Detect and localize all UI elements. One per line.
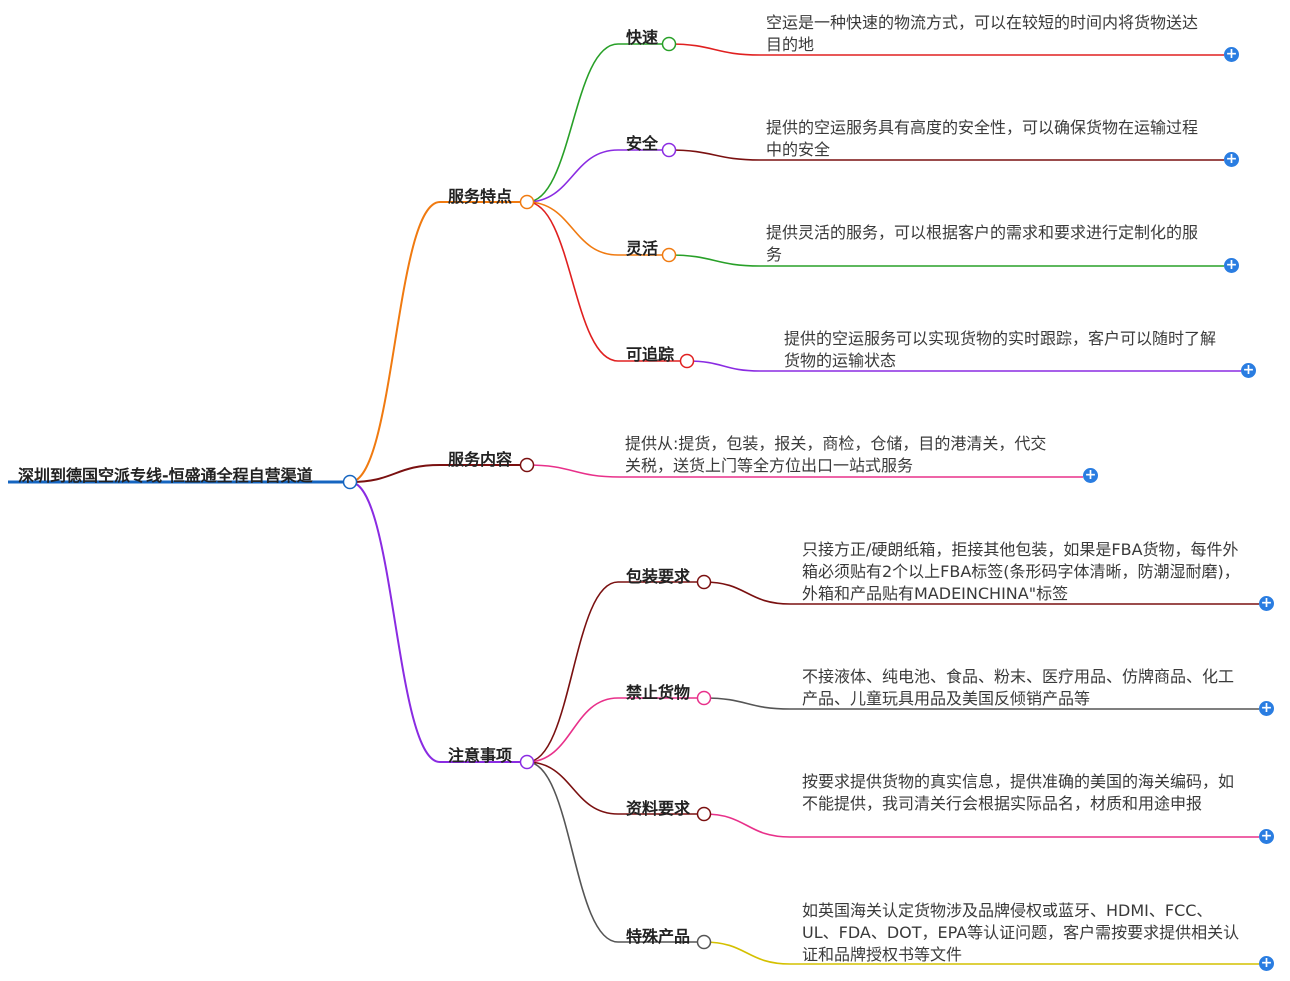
topic-node[interactable] xyxy=(696,690,712,706)
connector-branch-to-topic xyxy=(526,697,619,763)
topic-desc-line xyxy=(686,360,1241,372)
connector-branch-to-topic xyxy=(526,201,619,256)
topic-desc-line xyxy=(703,813,1259,838)
expand-trackable-button[interactable]: + xyxy=(1241,362,1256,378)
expand-service-content-button[interactable]: + xyxy=(1083,467,1098,483)
topic-desc-line xyxy=(668,149,1224,161)
topic-flexible[interactable]: 灵活 xyxy=(626,239,659,258)
expand-special-products-button[interactable]: + xyxy=(1259,955,1274,971)
connector-root-to-branch xyxy=(349,464,441,483)
root-node[interactable] xyxy=(342,474,358,490)
desc-fast: 空运是一种快速的物流方式，可以在较短的时间内将货物送达目的地 xyxy=(766,13,1199,54)
connector-branch-to-topic xyxy=(526,43,619,203)
desc-prohibited-goods: 不接液体、纯电池、食品、粉末、医疗用品、仿牌商品、化工产品、儿童玩具用品及美国反… xyxy=(802,667,1235,708)
topic-safe[interactable]: 安全 xyxy=(626,134,659,153)
branch-node[interactable] xyxy=(519,457,535,473)
topic-packaging[interactable]: 包装要求 xyxy=(626,567,691,586)
topic-prohibited-goods[interactable]: 禁止货物 xyxy=(626,683,691,702)
connector-root-to-branch xyxy=(349,481,441,763)
expand-prohibited-goods-button[interactable]: + xyxy=(1259,700,1274,716)
desc-service-content: 提供从:提货，包装，报关，商检，仓储，目的港清关，代交关税，送货上门等全方位出口… xyxy=(625,434,1047,475)
desc-safe: 提供的空运服务具有高度的安全性，可以确保货物在运输过程中的安全 xyxy=(766,118,1199,159)
topic-node[interactable] xyxy=(661,142,677,158)
topic-node[interactable] xyxy=(661,36,677,52)
topic-desc-line xyxy=(703,941,1259,965)
branch-node[interactable] xyxy=(519,194,535,210)
connector-root-to-branch xyxy=(349,201,441,483)
topic-node[interactable] xyxy=(661,247,677,263)
service-content-desc-line xyxy=(526,464,1083,478)
desc-documents: 按要求提供货物的真实信息，提供准确的美国的海关编码，如不能提供，我司清关行会根据… xyxy=(802,772,1235,813)
desc-flexible: 提供灵活的服务，可以根据客户的需求和要求进行定制化的服务 xyxy=(766,223,1199,264)
connector-branch-to-topic xyxy=(526,201,619,362)
desc-packaging: 只接方正/硬朗纸箱，拒接其他包装，如果是FBA货物，每件外箱必须贴有2个以上FB… xyxy=(802,540,1240,603)
topic-special-products[interactable]: 特殊产品 xyxy=(626,927,691,946)
connector-branch-to-topic xyxy=(526,761,619,815)
expand-flexible-button[interactable]: + xyxy=(1224,257,1239,273)
connector-branch-to-topic xyxy=(526,581,619,763)
topic-node[interactable] xyxy=(696,934,712,950)
branch-service-features[interactable]: 服务特点 xyxy=(448,187,513,206)
branch-node[interactable] xyxy=(519,754,535,770)
topic-fast[interactable]: 快速 xyxy=(626,28,659,47)
topic-desc-line xyxy=(668,43,1224,56)
root-topic[interactable]: 深圳到德国空派专线-恒盛通全程自营渠道 xyxy=(18,466,313,485)
connector-branch-to-topic xyxy=(526,761,619,943)
connector-branch-to-topic xyxy=(526,149,619,203)
topic-desc-line xyxy=(703,581,1259,605)
topic-desc-line xyxy=(703,697,1259,710)
expand-documents-button[interactable]: + xyxy=(1259,828,1274,844)
branch-notes[interactable]: 注意事项 xyxy=(448,746,513,765)
expand-packaging-button[interactable]: + xyxy=(1259,595,1274,611)
desc-special-products: 如英国海关认定货物涉及品牌侵权或蓝牙、HDMI、FCC、UL、FDA、DOT，E… xyxy=(802,901,1240,964)
topic-node[interactable] xyxy=(696,574,712,590)
branch-service-content[interactable]: 服务内容 xyxy=(448,450,513,469)
expand-safe-button[interactable]: + xyxy=(1224,151,1239,167)
topic-documents[interactable]: 资料要求 xyxy=(626,799,691,818)
desc-trackable: 提供的空运服务可以实现货物的实时跟踪，客户可以随时了解货物的运输状态 xyxy=(784,329,1217,370)
expand-fast-button[interactable]: + xyxy=(1224,46,1239,62)
topic-node[interactable] xyxy=(679,353,695,369)
topic-desc-line xyxy=(668,254,1224,267)
topic-trackable[interactable]: 可追踪 xyxy=(626,345,675,364)
topic-node[interactable] xyxy=(696,806,712,822)
